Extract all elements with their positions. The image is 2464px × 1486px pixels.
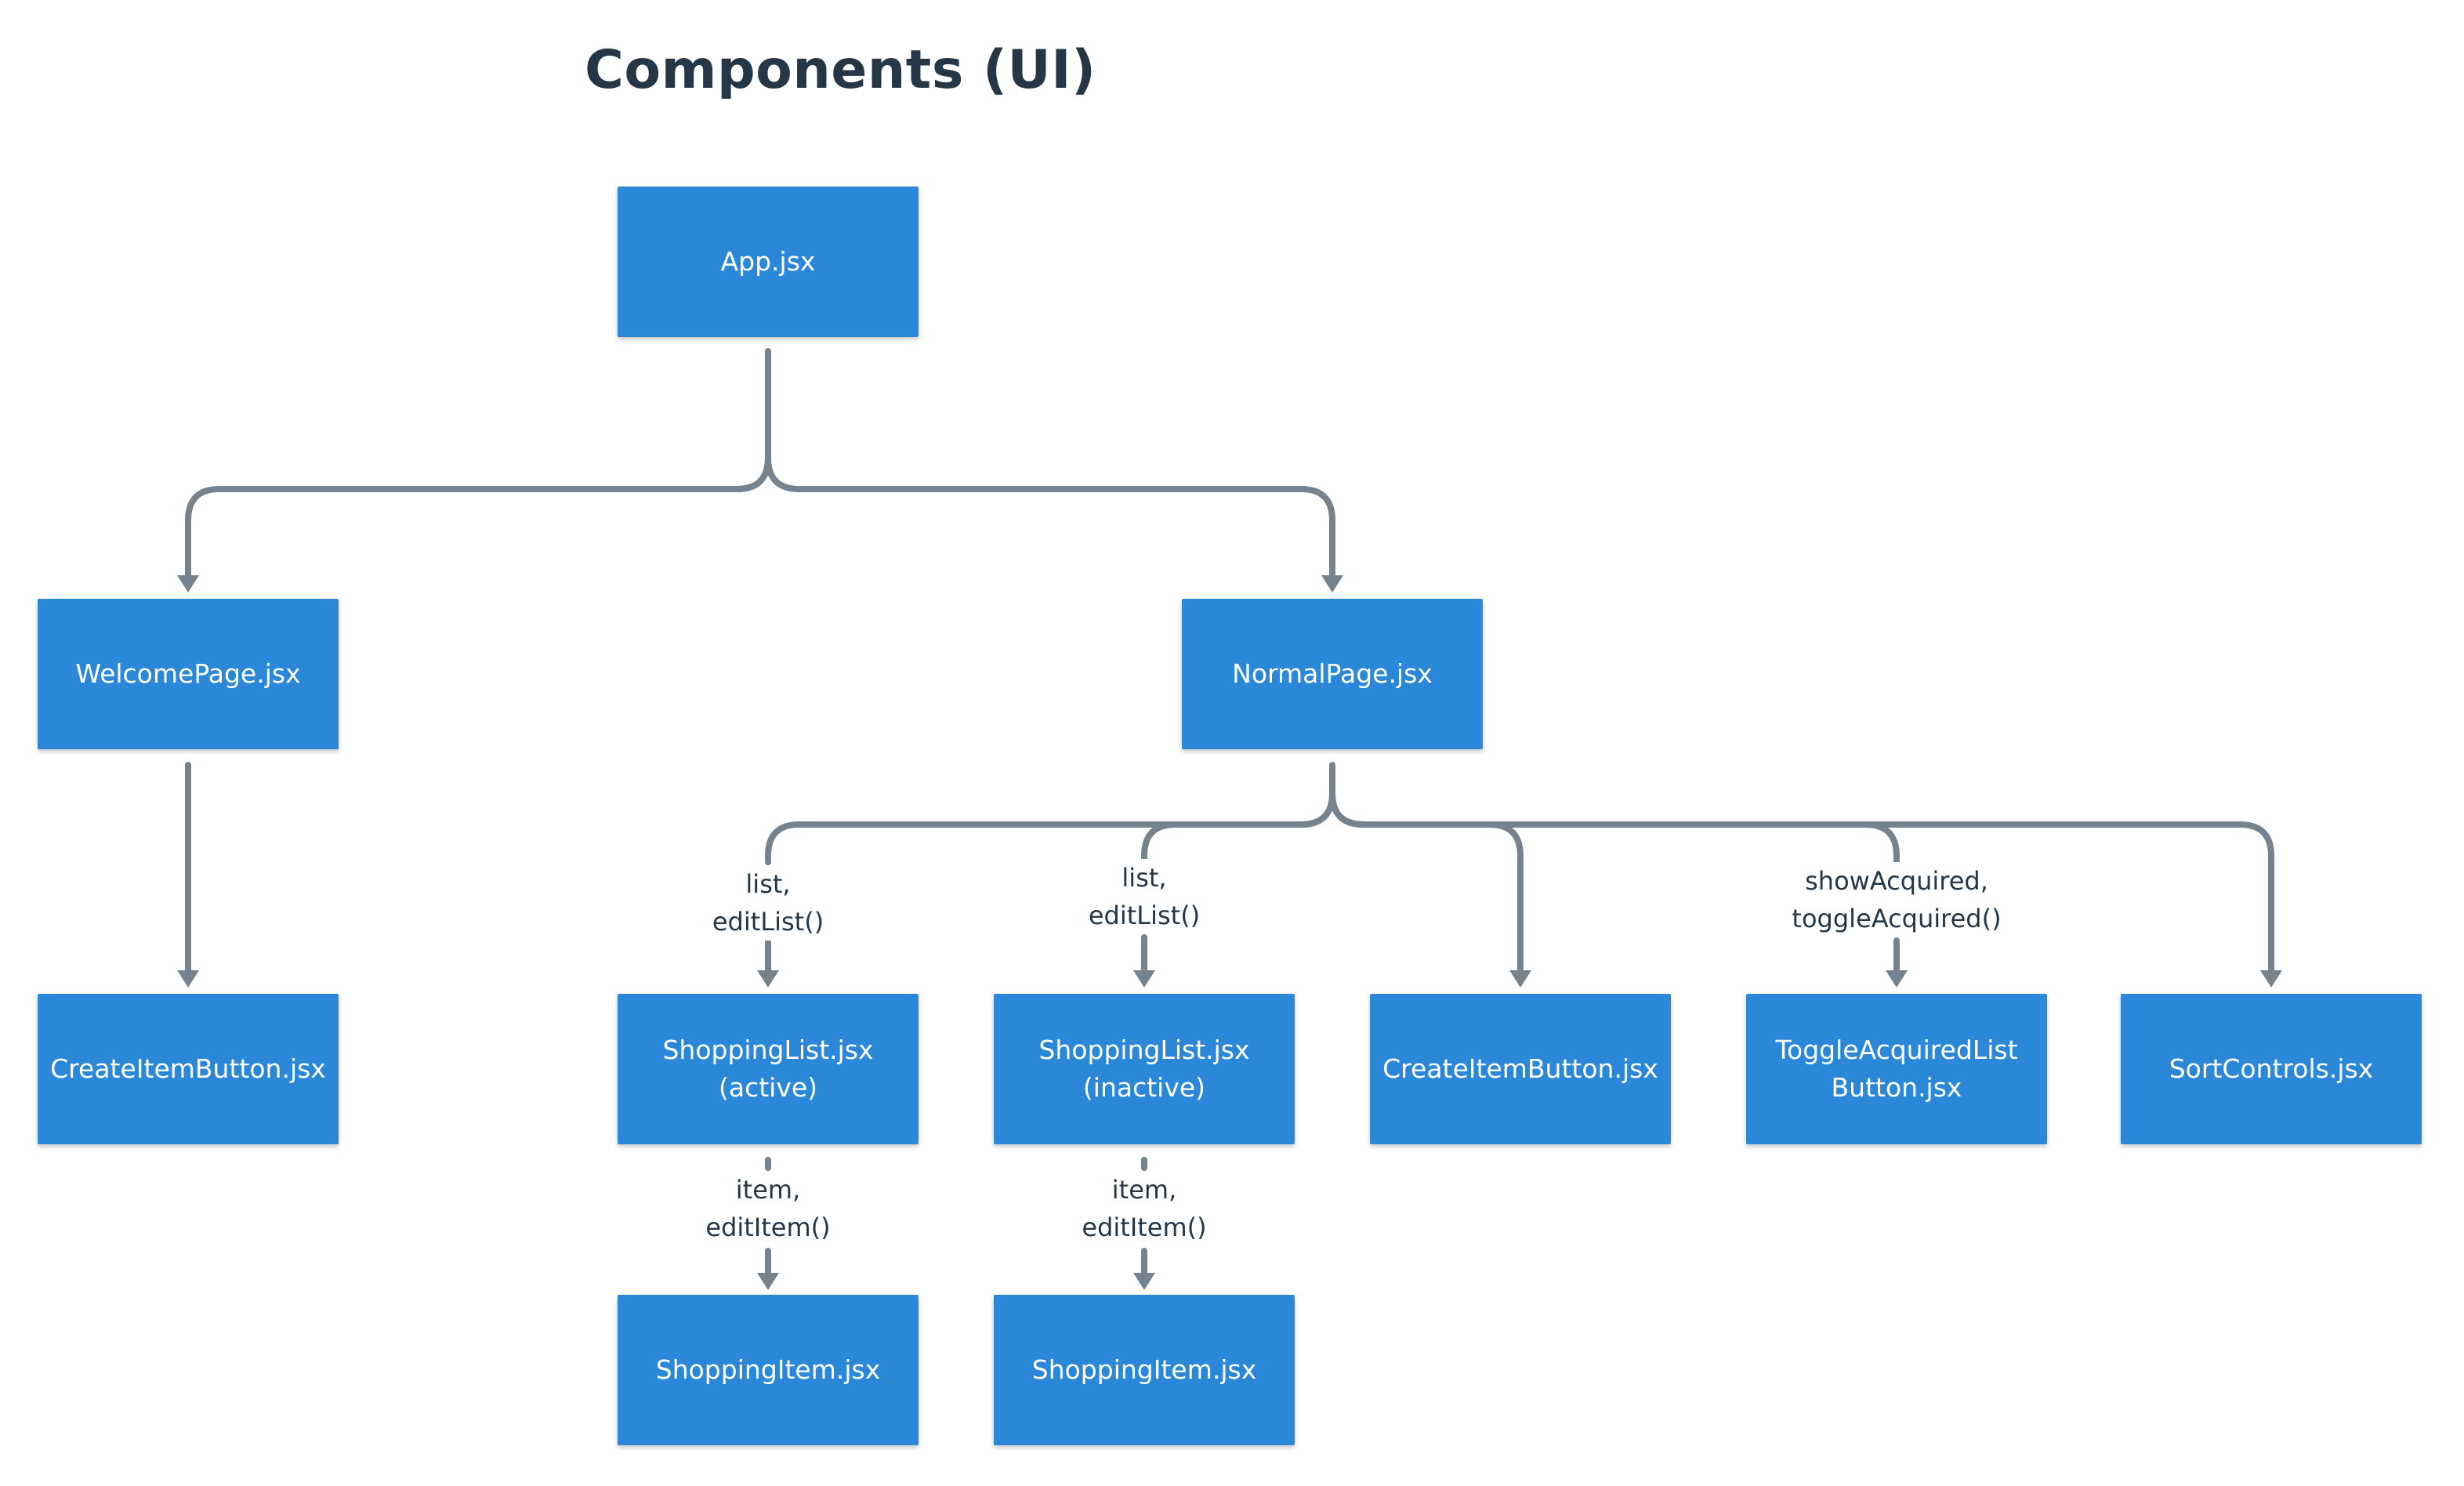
node-shopping-list-active[interactable]: ShoppingList.jsx (active): [618, 994, 919, 1144]
edge-label-line-2: editItem(): [1082, 1212, 1207, 1242]
edge-label-line-2: editList(): [712, 907, 824, 937]
node-shopping-item-active[interactable]: ShoppingItem.jsx: [618, 1295, 919, 1445]
node-shopping-item-inactive[interactable]: ShoppingItem.jsx: [994, 1295, 1295, 1445]
arrowhead-item-inactive: [1133, 1273, 1155, 1290]
arrowhead-welcome-create: [177, 970, 199, 988]
connector-app-to-normal: [765, 455, 1335, 582]
node-label-line-1: ShoppingList.jsx: [1038, 1035, 1250, 1065]
arrowhead-normal: [1321, 575, 1343, 593]
edge-label-line-1: showAcquired,: [1805, 866, 1988, 896]
arrowhead-item-active: [757, 1273, 779, 1290]
edge-label-line-2: editItem(): [705, 1212, 831, 1242]
diagram-title: Components (UI): [585, 39, 1096, 101]
node-label: SortControls.jsx: [2169, 1053, 2374, 1084]
connector-app-trunk: [734, 348, 771, 492]
node-label-line-1: ShoppingList.jsx: [662, 1035, 874, 1065]
edge-label-line-2: editList(): [1088, 901, 1201, 930]
arrowhead-welcome: [177, 575, 199, 593]
edge-label-list-inactive: list, editList(): [980, 859, 1309, 934]
connector-normal-to-create: [1329, 790, 1524, 977]
node-welcome-create-item-button[interactable]: CreateItemButton.jsx: [38, 994, 339, 1144]
node-sort-controls[interactable]: SortControls.jsx: [2121, 994, 2422, 1144]
node-label-line-2: Button.jsx: [1831, 1072, 1962, 1103]
edge-label-line-1: list,: [745, 869, 791, 899]
node-label: CreateItemButton.jsx: [1382, 1053, 1658, 1084]
node-label-line-2: (inactive): [1082, 1072, 1206, 1103]
edge-label-toggle: showAcquired, toggleAcquired(): [1732, 862, 2061, 937]
node-shopping-list-inactive[interactable]: ShoppingList.jsx (inactive): [994, 994, 1295, 1144]
node-normal-create-item-button[interactable]: CreateItemButton.jsx: [1370, 994, 1671, 1144]
node-label: App.jsx: [720, 246, 816, 277]
arrowhead-list-inactive: [1133, 970, 1155, 988]
arrowhead-sort: [2260, 970, 2282, 988]
connector-normal-to-list-inactive: [1141, 790, 1335, 865]
edge-label-line-2: toggleAcquired(): [1792, 904, 2002, 933]
node-app[interactable]: App.jsx: [618, 187, 919, 337]
edge-label-line-1: list,: [1121, 863, 1167, 893]
node-label: CreateItemButton.jsx: [50, 1053, 326, 1084]
edge-label-list-active: list, editList(): [603, 865, 933, 941]
arrowhead-list-active: [757, 970, 779, 988]
edge-label-line-1: item,: [735, 1175, 801, 1205]
edge-label-line-1: item,: [1111, 1175, 1177, 1205]
node-label: ShoppingItem.jsx: [655, 1354, 881, 1385]
node-label-line-1: ToggleAcquiredList: [1775, 1035, 2018, 1065]
edge-label-item-active: item, editItem(): [603, 1171, 933, 1246]
node-welcome-page[interactable]: WelcomePage.jsx: [38, 599, 339, 749]
node-label: WelcomePage.jsx: [75, 658, 301, 689]
node-label: NormalPage.jsx: [1232, 658, 1433, 689]
connector-app-to-welcome: [185, 455, 771, 582]
node-toggle-acquired-list-button[interactable]: ToggleAcquiredList Button.jsx: [1746, 994, 2047, 1144]
node-normal-page[interactable]: NormalPage.jsx: [1182, 599, 1483, 749]
arrowhead-normal-create: [1509, 970, 1531, 988]
connector-normal-to-sort: [1329, 790, 2274, 977]
edge-label-item-inactive: item, editItem(): [980, 1171, 1309, 1246]
node-label-line-2: (active): [718, 1072, 818, 1103]
node-label: ShoppingItem.jsx: [1031, 1354, 1257, 1385]
arrowhead-toggle: [1886, 970, 1908, 988]
